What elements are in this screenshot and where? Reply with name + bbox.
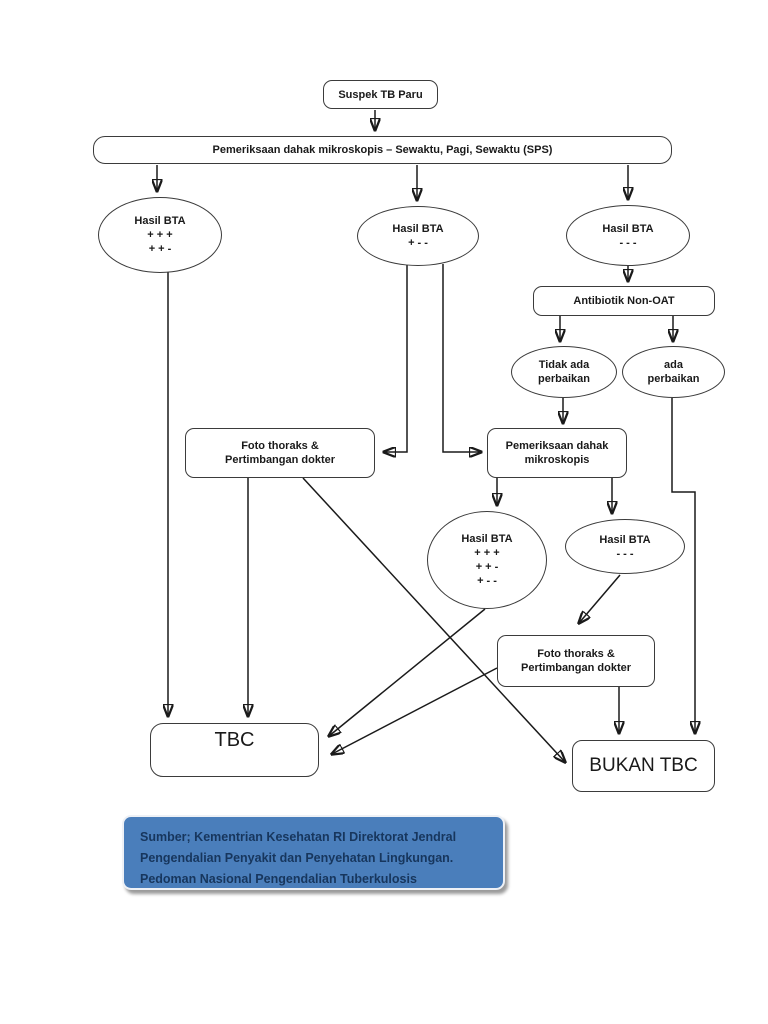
node-value: + - - — [477, 575, 497, 587]
node-label: Hasil BTA — [461, 533, 513, 545]
conn-ada-to-bukan-tbc — [671, 398, 695, 733]
conn-bta-mid2-to-tbc — [329, 608, 486, 736]
node-bukan-tbc: BUKAN TBC — [572, 740, 715, 792]
node-value: - - - — [619, 236, 637, 249]
node-label: Antibiotik Non-OAT — [573, 295, 675, 307]
node-antibiotik-non-oat: Antibiotik Non-OAT — [533, 286, 715, 316]
ellipse-hasil-bta-top-mid: Hasil BTA + - - — [357, 206, 479, 266]
node-label: Hasil BTA — [134, 215, 186, 227]
node-tbc: TBC — [150, 723, 319, 777]
conn-bta-mid-to-foto1 — [384, 264, 408, 452]
conn-bta-right2-to-foto2 — [579, 574, 621, 623]
node-label: Suspek TB Paru — [338, 88, 423, 101]
node-label: Pemeriksaan dahak mikroskopis – Sewaktu,… — [212, 144, 553, 156]
node-suspek-tb-paru: Suspek TB Paru — [323, 80, 438, 109]
node-label: Foto thoraks & — [537, 648, 615, 660]
source-note-line: Pengendalian Penyakit dan Penyehatan Lin… — [140, 851, 454, 865]
conn-foto1-to-bukan-tbc — [302, 477, 565, 762]
node-label: Pemeriksaan dahak — [505, 440, 609, 452]
ellipse-tidak-ada-perbaikan: Tidak ada perbaikan — [511, 346, 617, 398]
node-value: + - - — [408, 237, 428, 249]
ellipse-hasil-bta-mid-2: Hasil BTA + + + + + - + - - — [427, 511, 547, 609]
node-label: perbaikan — [538, 373, 590, 385]
conn-bta-mid-to-pemeriksaan2 — [442, 264, 481, 452]
node-value: + + - — [475, 561, 499, 573]
source-note: Sumber; Kementrian Kesehatan RI Direktor… — [122, 815, 505, 890]
node-pemeriksaan-dahak-2: Pemeriksaan dahak mikroskopis — [487, 428, 627, 478]
node-label: Hasil BTA — [599, 533, 651, 546]
node-label: ada — [664, 359, 683, 371]
node-value: + + + — [474, 547, 500, 559]
source-note-line: Pedoman Nasional Pengendalian Tuberkulos… — [140, 872, 417, 886]
ellipse-ada-perbaikan: ada perbaikan — [622, 346, 725, 398]
node-label: Hasil BTA — [602, 222, 654, 235]
node-label: Pertimbangan dokter — [520, 662, 632, 674]
node-label: Hasil BTA — [392, 223, 444, 235]
node-label: TBC — [214, 729, 255, 751]
ellipse-hasil-bta-top-left: Hasil BTA + + + + + - — [98, 197, 222, 273]
conn-foto2-to-tbc — [332, 667, 498, 754]
node-label: BUKAN TBC — [589, 755, 698, 776]
node-label: mikroskopis — [524, 454, 590, 466]
source-note-line: Sumber; Kementrian Kesehatan RI Direktor… — [140, 830, 457, 844]
node-value: + + + — [147, 229, 173, 241]
node-label: Pertimbangan dokter — [224, 454, 336, 466]
node-value: + + - — [148, 243, 172, 255]
node-foto-thoraks-1: Foto thoraks & Pertimbangan dokter — [185, 428, 375, 478]
node-label: perbaikan — [647, 373, 700, 385]
ellipse-hasil-bta-top-right: Hasil BTA - - - — [566, 205, 690, 266]
node-label: Foto thoraks & — [241, 440, 319, 452]
node-pemeriksaan-sps: Pemeriksaan dahak mikroskopis – Sewaktu,… — [93, 136, 672, 164]
ellipse-hasil-bta-right-2: Hasil BTA - - - — [565, 519, 685, 574]
node-label: Tidak ada — [538, 359, 590, 371]
node-value: - - - — [616, 547, 634, 560]
node-foto-thoraks-2: Foto thoraks & Pertimbangan dokter — [497, 635, 655, 687]
